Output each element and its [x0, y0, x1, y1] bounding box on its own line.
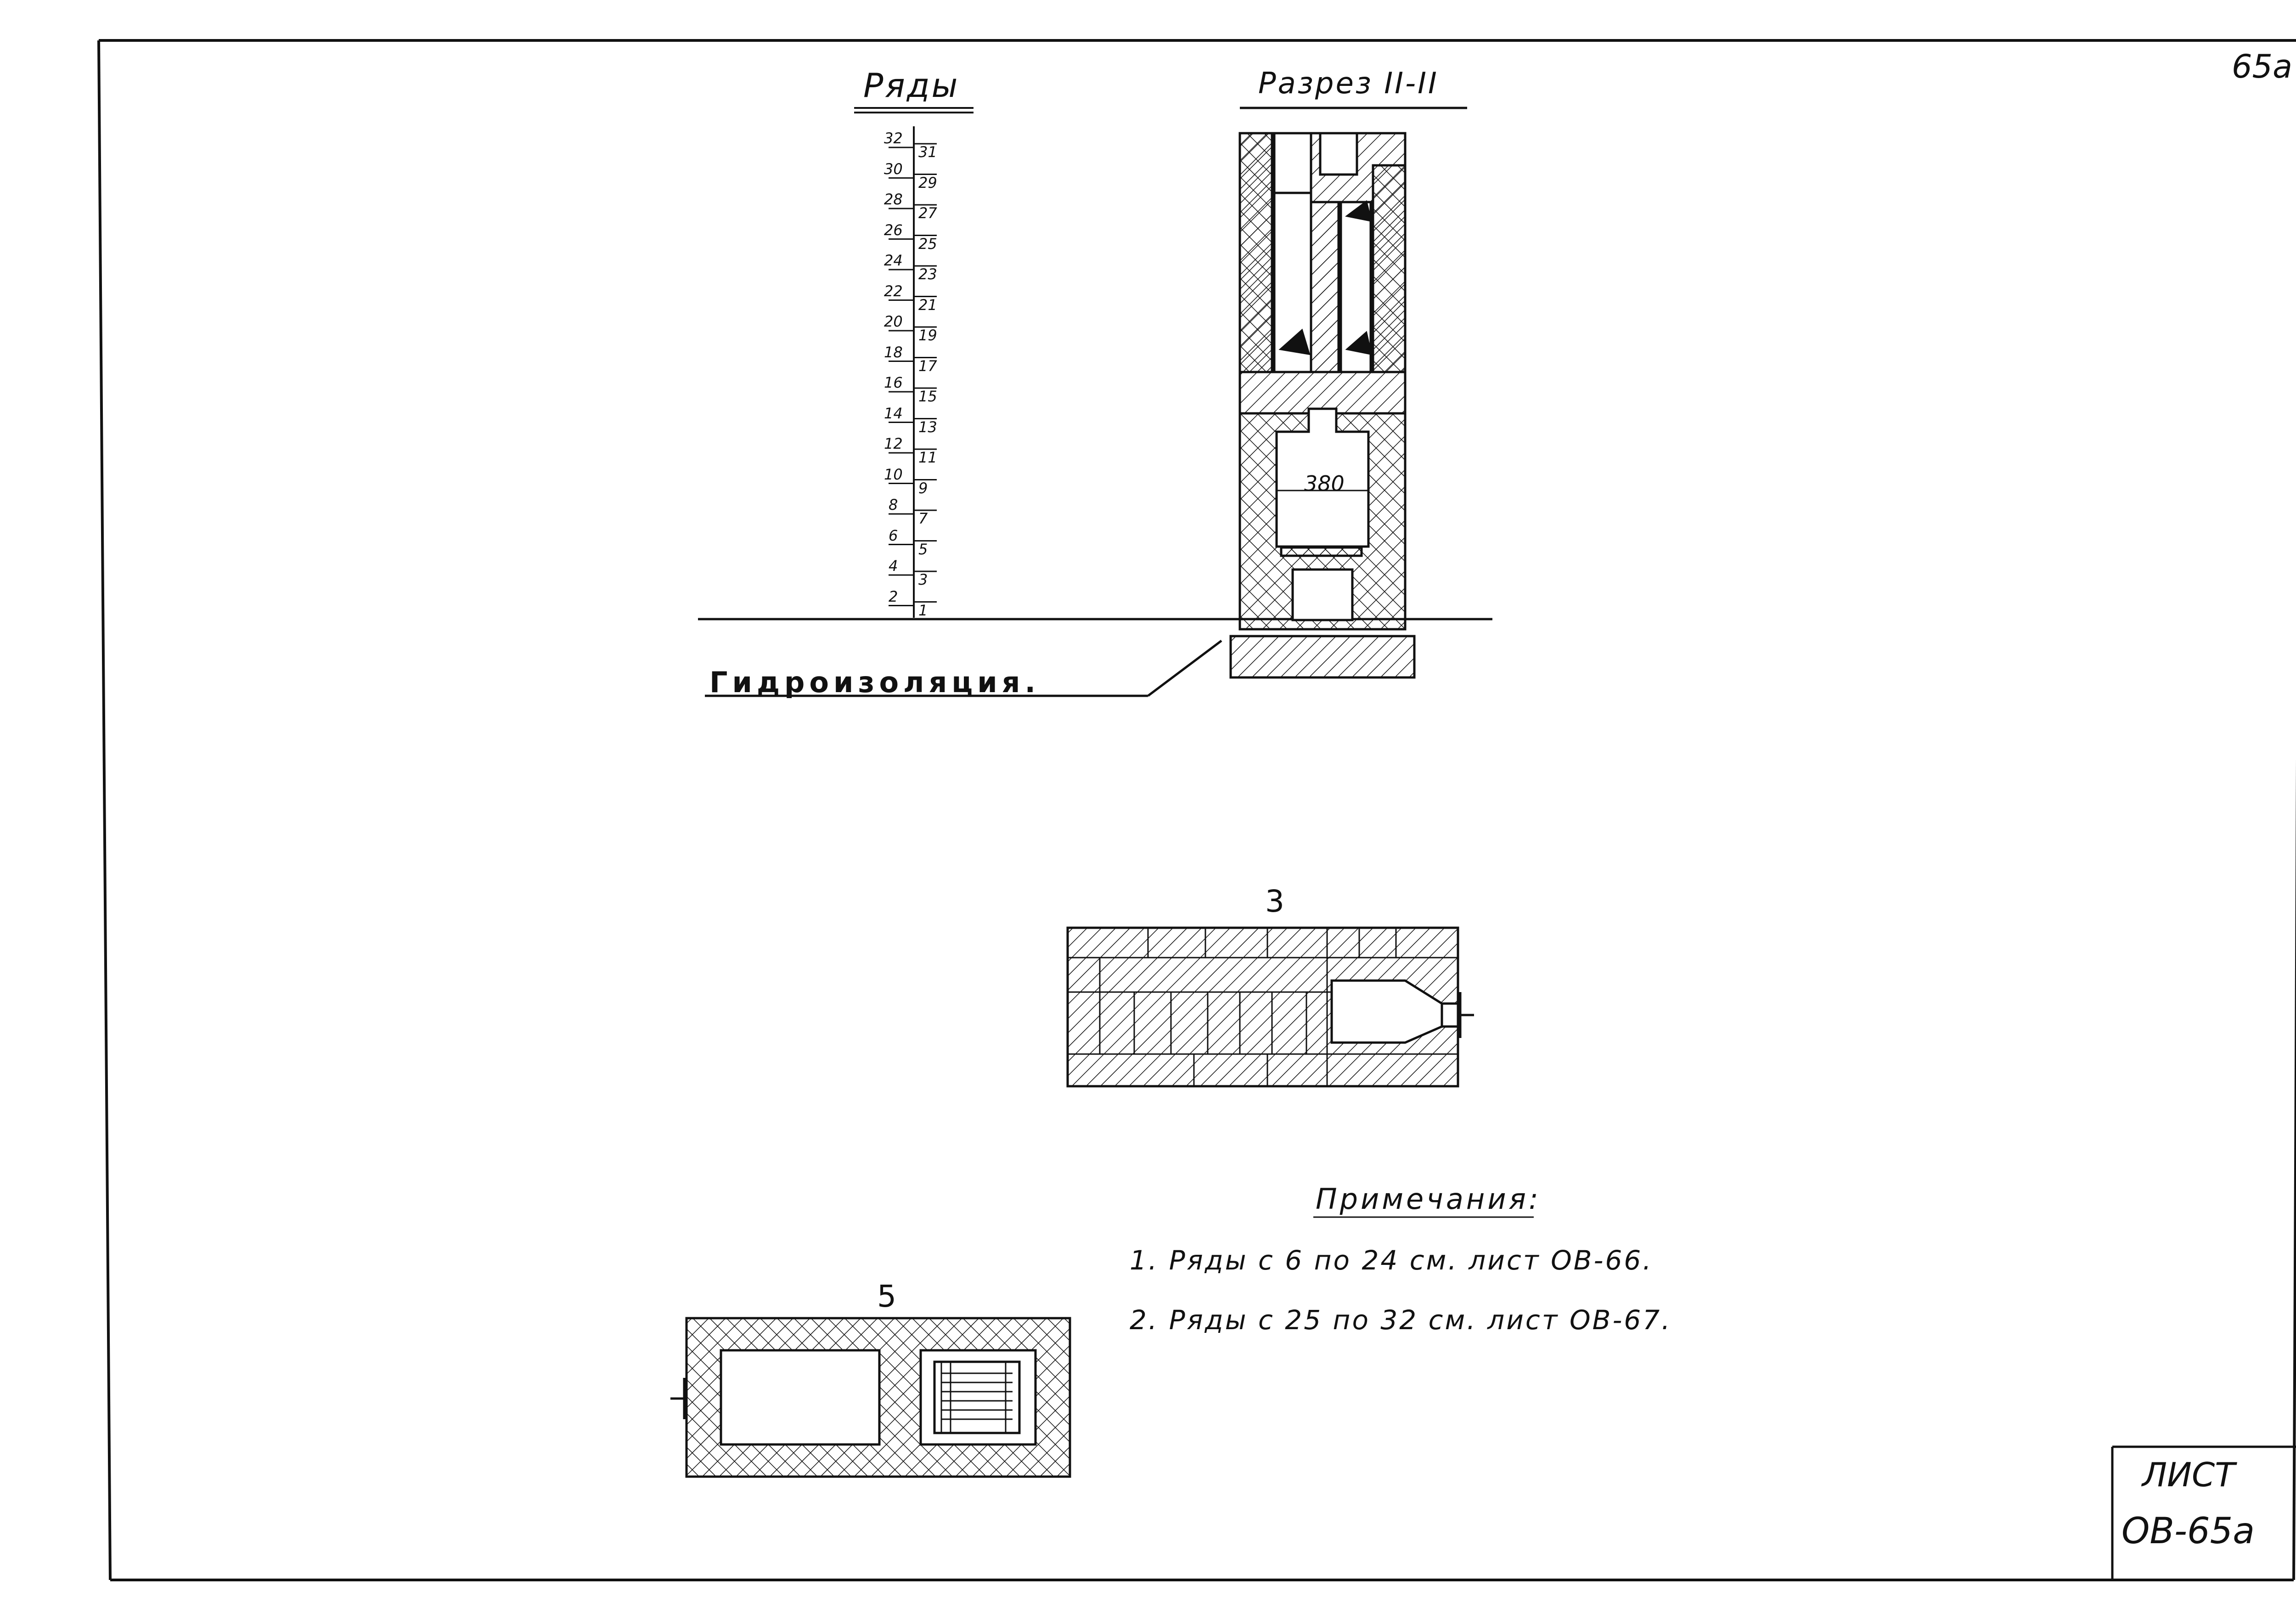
waterproofing-label: Гидроизоляция. [709, 666, 1041, 699]
row-number-left: 4 [889, 557, 898, 575]
plan-3-label: 3 [1265, 884, 1284, 919]
title-block [2111, 1445, 2296, 1580]
row-number-left: 14 [884, 404, 903, 422]
row-number-left: 18 [884, 343, 903, 361]
row-scale-ticks [889, 143, 937, 606]
dimension-label: 380 [1304, 471, 1345, 496]
row-number-left: 6 [889, 526, 898, 544]
row-number-left: 24 [884, 252, 903, 269]
row-number-right: 17 [918, 357, 937, 375]
section-ii-ii [1229, 132, 1416, 679]
row-number-left: 32 [884, 130, 903, 147]
notes-title: Примечания: [1316, 1182, 1541, 1216]
row-number-left: 22 [884, 282, 903, 300]
row-scale [854, 112, 974, 618]
plan-5-label: 5 [877, 1279, 896, 1314]
row-number-right: 21 [918, 296, 937, 314]
row-number-right: 13 [918, 418, 937, 436]
row-number-right: 7 [918, 510, 928, 527]
rows-title: Ряды [863, 66, 960, 105]
row-number-right: 1 [918, 601, 928, 619]
sheet-code: ОВ-65а [2122, 1511, 2255, 1552]
row-number-right: 19 [918, 327, 937, 344]
plan-row-5 [670, 1317, 1071, 1478]
row-number-right: 29 [918, 174, 937, 192]
row-number-right: 11 [918, 449, 937, 466]
row-number-left: 10 [884, 465, 903, 483]
row-number-right: 9 [918, 479, 928, 497]
page-number: 65а [2232, 48, 2292, 85]
waterproofing-leader [705, 640, 1222, 697]
row-number-left: 16 [884, 374, 903, 391]
row-number-left: 12 [884, 435, 903, 452]
row-number-left: 2 [889, 587, 898, 605]
row-number-right: 31 [918, 143, 937, 161]
row-number-left: 20 [884, 313, 903, 330]
row-number-right: 3 [918, 571, 928, 588]
section-title: Разрез II-II [1258, 67, 1439, 101]
row-number-right: 27 [918, 204, 937, 222]
row-number-left: 28 [884, 191, 903, 208]
sheet-frame [97, 39, 2296, 1581]
row-number-right: 5 [918, 540, 928, 558]
row-number-left: 8 [889, 496, 898, 513]
note-2: 2. Ряды с 25 по 32 см. лист ОВ-67. [1130, 1304, 1672, 1336]
row-number-left: 26 [884, 221, 903, 239]
plan-row-3 [1066, 926, 1474, 1088]
row-number-left: 30 [884, 160, 903, 178]
note-1: 1. Ряды с 6 по 24 см. лист ОВ-66. [1130, 1245, 1653, 1276]
row-number-right: 25 [918, 235, 937, 253]
row-number-right: 15 [918, 388, 937, 405]
sheet-label: ЛИСТ [2142, 1455, 2235, 1494]
row-number-right: 23 [918, 265, 937, 283]
